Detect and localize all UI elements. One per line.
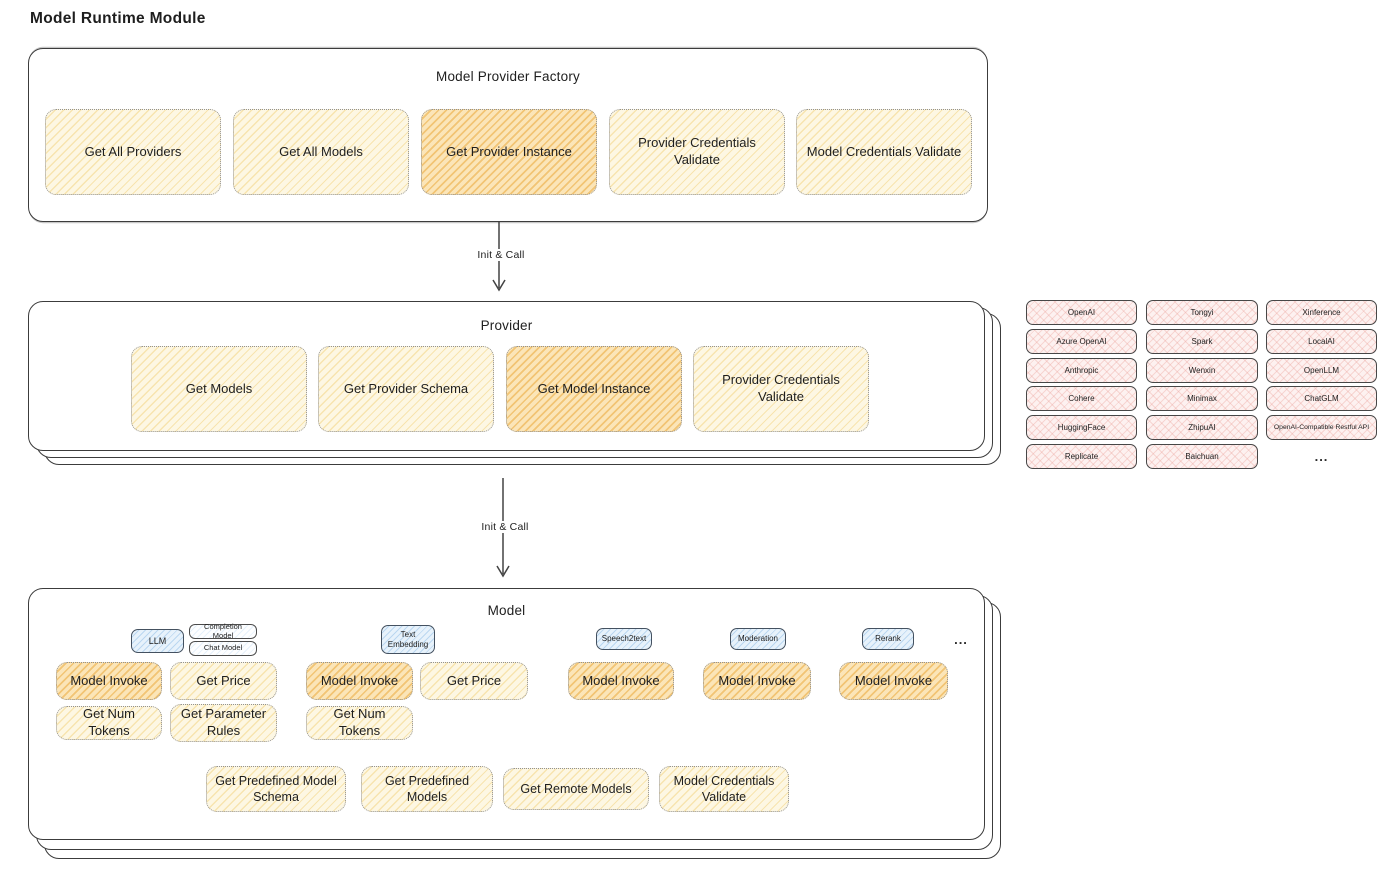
model-box: Model LLM Completion Model Chat Model Te… [28,588,985,840]
provider-pill-openai: OpenAI [1026,300,1137,325]
embedding-get-num-tokens: Get Num Tokens [306,706,413,740]
get-predefined-model-schema: Get Predefined Model Schema [206,766,346,812]
provider-pill-azure-openai: Azure OpenAI [1026,329,1137,354]
tag-text-embedding: Text Embedding [381,625,435,654]
provider-item-get-provider-schema: Get Provider Schema [318,346,494,432]
factory-item-model-credentials-validate: Model Credentials Validate [796,109,972,195]
more-model-types-ellipsis: ... [954,631,968,647]
tag-completion-model: Completion Model [189,622,257,639]
model-credentials-validate: Model Credentials Validate [659,766,789,812]
llm-get-num-tokens: Get Num Tokens [56,706,162,740]
more-providers-ellipsis: ... [1314,449,1329,464]
provider-pill-cohere: Cohere [1026,386,1137,411]
llm-get-parameter-rules: Get Parameter Rules [170,704,277,742]
tag-rerank: Rerank [862,628,914,650]
tag-moderation: Moderation [730,628,786,650]
provider-item-get-model-instance: Get Model Instance [506,346,682,432]
moderation-model-invoke: Model Invoke [703,662,811,700]
provider-item-provider-credentials-validate: Provider Credentials Validate [693,346,869,432]
provider-pill-replicate: Replicate [1026,444,1137,469]
factory-title: Model Provider Factory [436,69,580,84]
factory-item-get-provider-instance: Get Provider Instance [421,109,597,195]
tag-llm: LLM [131,629,184,653]
embedding-get-price: Get Price [420,662,528,700]
llm-model-invoke: Model Invoke [56,662,162,700]
llm-get-price: Get Price [170,662,277,700]
factory-box: Model Provider Factory Get All Providers… [28,48,988,222]
provider-pill-xinference: Xinference [1266,300,1377,325]
provider-pill-chatglm: ChatGLM [1266,386,1377,411]
diagram-title: Model Runtime Module [30,10,206,27]
tag-chat-model: Chat Model [189,641,257,656]
tag-speech2text: Speech2text [596,628,652,650]
provider-pill-tongyi: Tongyi [1146,300,1258,325]
factory-item-get-all-models: Get All Models [233,109,409,195]
provider-pill-localai: LocalAI [1266,329,1377,354]
factory-item-get-all-providers: Get All Providers [45,109,221,195]
provider-pill-minimax: Minimax [1146,386,1258,411]
provider-item-get-models: Get Models [131,346,307,432]
rerank-model-invoke: Model Invoke [839,662,948,700]
provider-pill-openai-compatible-restful-api: OpenAI-Compatible Restful API [1266,415,1377,440]
provider-pill-anthropic: Anthropic [1026,358,1137,383]
provider-pill-spark: Spark [1146,329,1258,354]
speech2text-model-invoke: Model Invoke [568,662,674,700]
provider-box: Provider Get Models Get Provider Schema … [28,301,985,451]
provider-pill-wenxin: Wenxin [1146,358,1258,383]
embedding-model-invoke: Model Invoke [306,662,413,700]
provider-title: Provider [480,318,533,333]
get-predefined-models: Get Predefined Models [361,766,493,812]
get-remote-models: Get Remote Models [503,768,649,810]
init-call-label-1: Init & Call [456,249,546,261]
provider-pill-huggingface: HuggingFace [1026,415,1137,440]
model-title: Model [487,603,526,618]
factory-item-provider-credentials-validate: Provider Credentials Validate [609,109,785,195]
provider-pill-openllm: OpenLLM [1266,358,1377,383]
provider-pill-zhipuai: ZhipuAI [1146,415,1258,440]
provider-pill-baichuan: Baichuan [1146,444,1258,469]
init-call-label-2: Init & Call [460,521,550,533]
